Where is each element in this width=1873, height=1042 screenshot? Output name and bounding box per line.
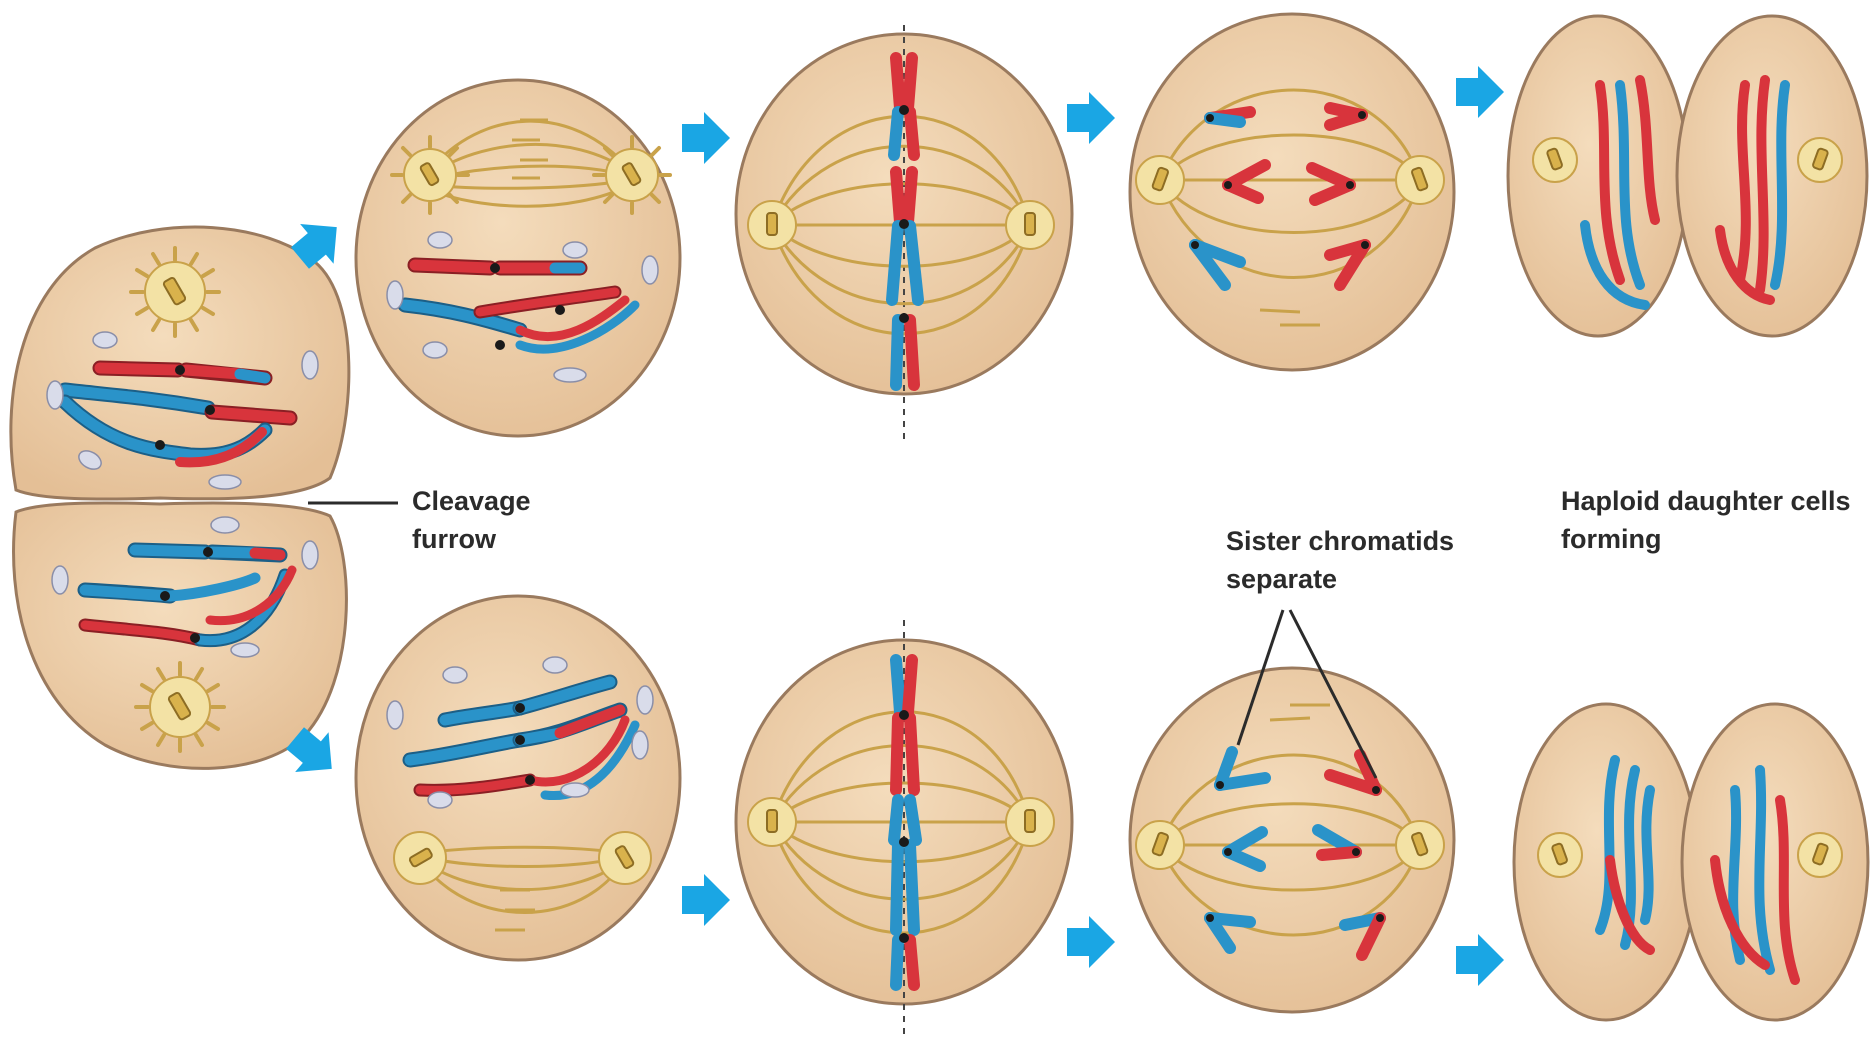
label-line: Sister chromatids — [1226, 522, 1454, 560]
label-line: Cleavage — [412, 482, 531, 520]
prophase-cell-bottom — [356, 596, 680, 960]
cell-body — [356, 80, 680, 436]
centrosome — [394, 832, 446, 884]
centrosome — [748, 798, 796, 846]
centrosome — [1396, 156, 1444, 204]
prophase-cell-top — [356, 80, 680, 436]
haploid-daughter-cells-label: Haploid daughter cells forming — [1561, 482, 1851, 558]
centrosome — [1006, 201, 1054, 249]
label-line: forming — [1561, 520, 1851, 558]
dividing-cell — [11, 227, 398, 768]
label-line: furrow — [412, 520, 531, 558]
cleavage-furrow-label: Cleavage furrow — [412, 482, 531, 558]
centrosome — [599, 832, 651, 884]
arrow-icon — [1456, 66, 1504, 118]
centrosome — [594, 137, 670, 213]
centrosome — [1533, 138, 1577, 182]
telophase-cells-top — [1508, 16, 1867, 336]
telophase-cells-bottom — [1514, 704, 1868, 1020]
metaphase-cell-bottom — [736, 620, 1072, 1037]
anaphase-cell-bottom — [1130, 610, 1454, 1012]
anaphase-cell-top — [1130, 14, 1454, 370]
metaphase-cell-top — [736, 25, 1072, 445]
arrow-icon — [682, 874, 730, 926]
daughter-cell — [1508, 16, 1688, 336]
arrow-icon — [1456, 934, 1504, 986]
arrow-icon — [1067, 92, 1115, 144]
centrosome — [1136, 156, 1184, 204]
label-line: Haploid daughter cells — [1561, 482, 1851, 520]
arrow-icon — [1067, 916, 1115, 968]
centrosome — [1798, 138, 1842, 182]
centrosome — [392, 137, 468, 213]
arrow-icon — [682, 112, 730, 164]
centrosome — [1136, 821, 1184, 869]
centrosome — [1396, 821, 1444, 869]
centrosome — [1538, 833, 1582, 877]
centrosome — [748, 201, 796, 249]
centrosome — [1798, 833, 1842, 877]
label-line: separate — [1226, 560, 1454, 598]
sister-chromatids-label: Sister chromatids separate — [1226, 522, 1454, 598]
centrosome — [1006, 798, 1054, 846]
